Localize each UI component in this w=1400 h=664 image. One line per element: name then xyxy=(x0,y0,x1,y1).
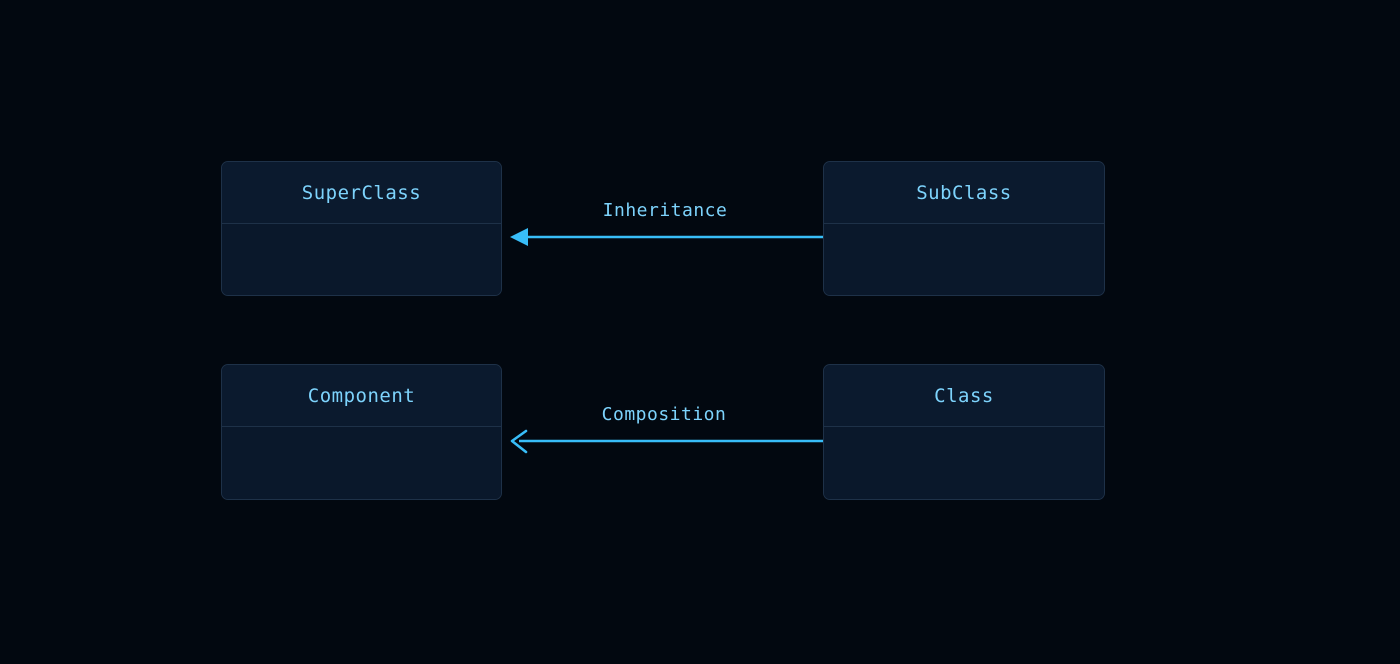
arrowhead-open-chevron xyxy=(510,429,528,454)
uml-header-subclass: SubClass xyxy=(824,162,1104,224)
uml-body-class xyxy=(824,427,1104,499)
uml-node-subclass[interactable]: SubClass xyxy=(823,161,1105,296)
uml-body-superclass xyxy=(222,224,501,295)
uml-body-component xyxy=(222,427,501,499)
uml-node-component[interactable]: Component xyxy=(221,364,502,500)
uml-header-class: Class xyxy=(824,365,1104,427)
edge-label-composition: Composition xyxy=(601,404,727,425)
uml-header-component: Component xyxy=(222,365,501,427)
uml-node-class[interactable]: Class xyxy=(823,364,1105,500)
edge-inheritance xyxy=(510,228,823,246)
uml-title-superclass: SuperClass xyxy=(301,181,422,204)
arrowhead-filled-triangle xyxy=(510,228,528,246)
uml-title-component: Component xyxy=(307,384,416,407)
uml-header-superclass: SuperClass xyxy=(222,162,501,224)
uml-title-subclass: SubClass xyxy=(916,181,1012,204)
uml-node-superclass[interactable]: SuperClass xyxy=(221,161,502,296)
edge-label-inheritance: Inheritance xyxy=(602,200,728,221)
uml-body-subclass xyxy=(824,224,1104,295)
uml-title-class: Class xyxy=(934,384,994,407)
edge-composition xyxy=(510,429,823,454)
